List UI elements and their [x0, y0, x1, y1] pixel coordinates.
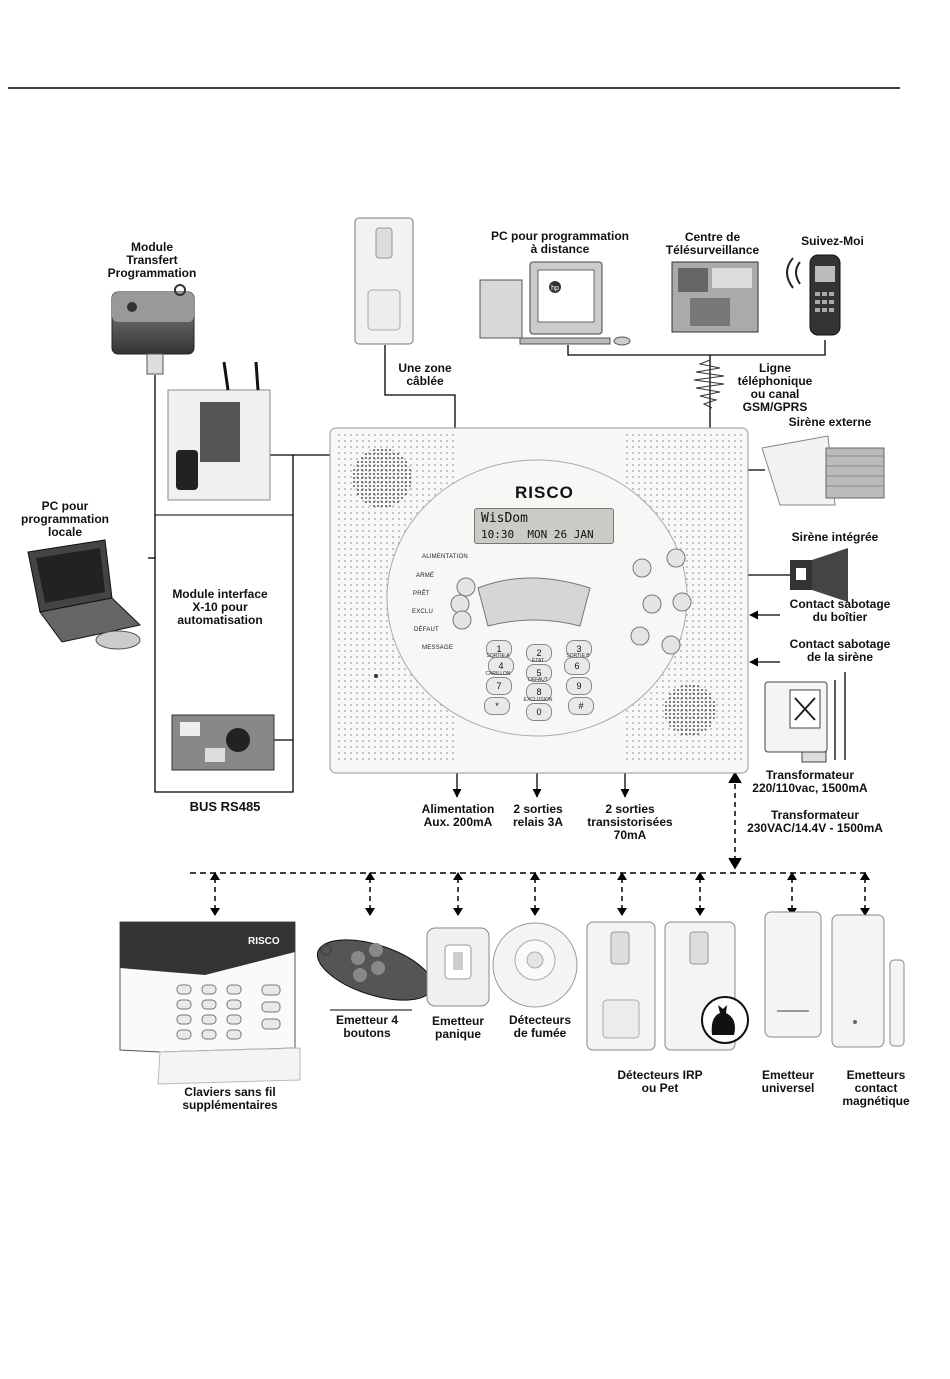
label-pc-distance: PC pour programmation à distance	[490, 229, 629, 256]
label-zone-cablee: Une zone câblée	[398, 361, 452, 388]
keycap-sortie-b: SORTIE B	[566, 653, 590, 659]
key-8[interactable]: 8	[526, 683, 552, 701]
signal-spring-icon	[693, 359, 725, 409]
gsm-module-photo	[167, 361, 271, 501]
led-message: MESSAGE	[422, 645, 454, 651]
keycap-carillon: CARILLON	[485, 671, 511, 677]
pet-detector-bottom	[664, 921, 749, 1051]
key-5[interactable]: 5	[526, 664, 552, 682]
key-2[interactable]: 2	[526, 644, 552, 662]
led-defaut: DÉFAUT	[414, 627, 439, 633]
label-transist: 2 sorties transistorisées 70mA	[587, 802, 673, 842]
label-relais: 2 sorties relais 3A	[512, 802, 564, 829]
side-buttons	[450, 548, 692, 655]
label-panique: Emetteur panique	[431, 1014, 484, 1041]
smoke-detector-device	[492, 922, 578, 1008]
lcd-line1: WisDom	[481, 511, 528, 526]
label-sirene-externe: Sirène externe	[788, 415, 872, 429]
module-transfert-device	[111, 284, 195, 375]
laptop-image	[27, 539, 142, 650]
label-irp: Détecteurs IRP ou Pet	[617, 1068, 703, 1095]
label-sirene-integree: Sirène intégrée	[791, 530, 879, 544]
label-centre: Centre de Télésurveillance	[665, 230, 760, 257]
pc-remote-device: hp	[479, 261, 631, 346]
key-4[interactable]: 4	[488, 657, 514, 675]
label-ligne: Ligne téléphonique ou canal GSM/GPRS	[737, 361, 813, 414]
external-siren-device	[761, 435, 885, 506]
mobile-phone	[786, 254, 841, 336]
label-sabotage-boitier: Contact sabotage du boîtier	[789, 597, 891, 624]
keyfob-device	[316, 939, 434, 1001]
x10-module-photo	[171, 714, 275, 771]
label-suivez-moi: Suivez-Moi	[801, 234, 864, 248]
keypad-brand: RISCO	[248, 936, 280, 947]
panel-brand: RISCO	[515, 483, 574, 502]
key-0[interactable]: 0	[526, 703, 552, 721]
panel-lcd: WisDom 10:30 MON 26 JAN	[474, 508, 614, 544]
wireless-bus-arrowheads	[210, 872, 870, 916]
panel-arrows	[452, 610, 780, 798]
label-magnetique: Emetteurs contact magnétique	[842, 1068, 910, 1108]
label-bus: BUS RS485	[189, 799, 261, 814]
led-pret: PRÊT	[413, 591, 430, 597]
label-pc-locale: PC pour programmation locale	[20, 499, 109, 539]
label-module-x10: Module interface X-10 pour automatisatio…	[172, 587, 268, 627]
label-transfo1: Transformateur 220/110vac, 1500mA	[752, 768, 868, 795]
hp-logo: hp	[551, 285, 559, 292]
label-fumee: Détecteurs de fumée	[508, 1013, 572, 1040]
internal-siren-icon	[790, 548, 848, 602]
keycap-etat: ÉTAT	[531, 658, 545, 664]
pir-detector-top	[354, 217, 414, 345]
label-emetteur4: Emetteur 4 boutons	[335, 1013, 399, 1040]
label-module-transfert: Module Transfert Programmation	[107, 240, 197, 280]
magnetic-contact-device	[831, 914, 905, 1048]
key-9[interactable]: 9	[566, 677, 592, 695]
lcd-line2: 10:30 MON 26 JAN	[481, 528, 594, 541]
pir-detector-bottom-1	[586, 921, 656, 1051]
label-alim: Alimentation Aux. 200mA	[421, 802, 495, 829]
keycap-sortie-a: SORTIE A	[486, 653, 510, 659]
led-arme: ARMÉ	[416, 573, 435, 579]
key-6[interactable]: 6	[564, 657, 590, 675]
led-alimentation: ALIMENTATION	[422, 554, 468, 560]
key-star[interactable]: *	[484, 697, 510, 715]
wiring	[148, 340, 826, 793]
key-hash[interactable]: #	[568, 697, 594, 715]
label-sabotage-sirene: Contact sabotage de la sirène	[789, 637, 891, 664]
wireless-keypad-device: RISCO	[119, 921, 301, 1085]
key-7[interactable]: 7	[486, 677, 512, 695]
keycap-defaut: DÉFAUT	[528, 677, 548, 683]
label-universel: Emetteur universel	[761, 1068, 815, 1095]
label-claviers: Claviers sans fil supplémentaires	[182, 1085, 278, 1112]
monitoring-centre-image	[671, 261, 759, 333]
transformer-device	[764, 672, 846, 763]
keycap-exclusion: EXCLUSION	[523, 697, 553, 703]
label-transfo2: Transformateur 230VAC/14.4V - 1500mA	[747, 808, 883, 835]
control-panel	[329, 427, 749, 774]
panic-button-device	[426, 927, 490, 1007]
led-exclu: EXCLU	[412, 609, 434, 615]
universal-transmitter-device	[764, 911, 822, 1038]
